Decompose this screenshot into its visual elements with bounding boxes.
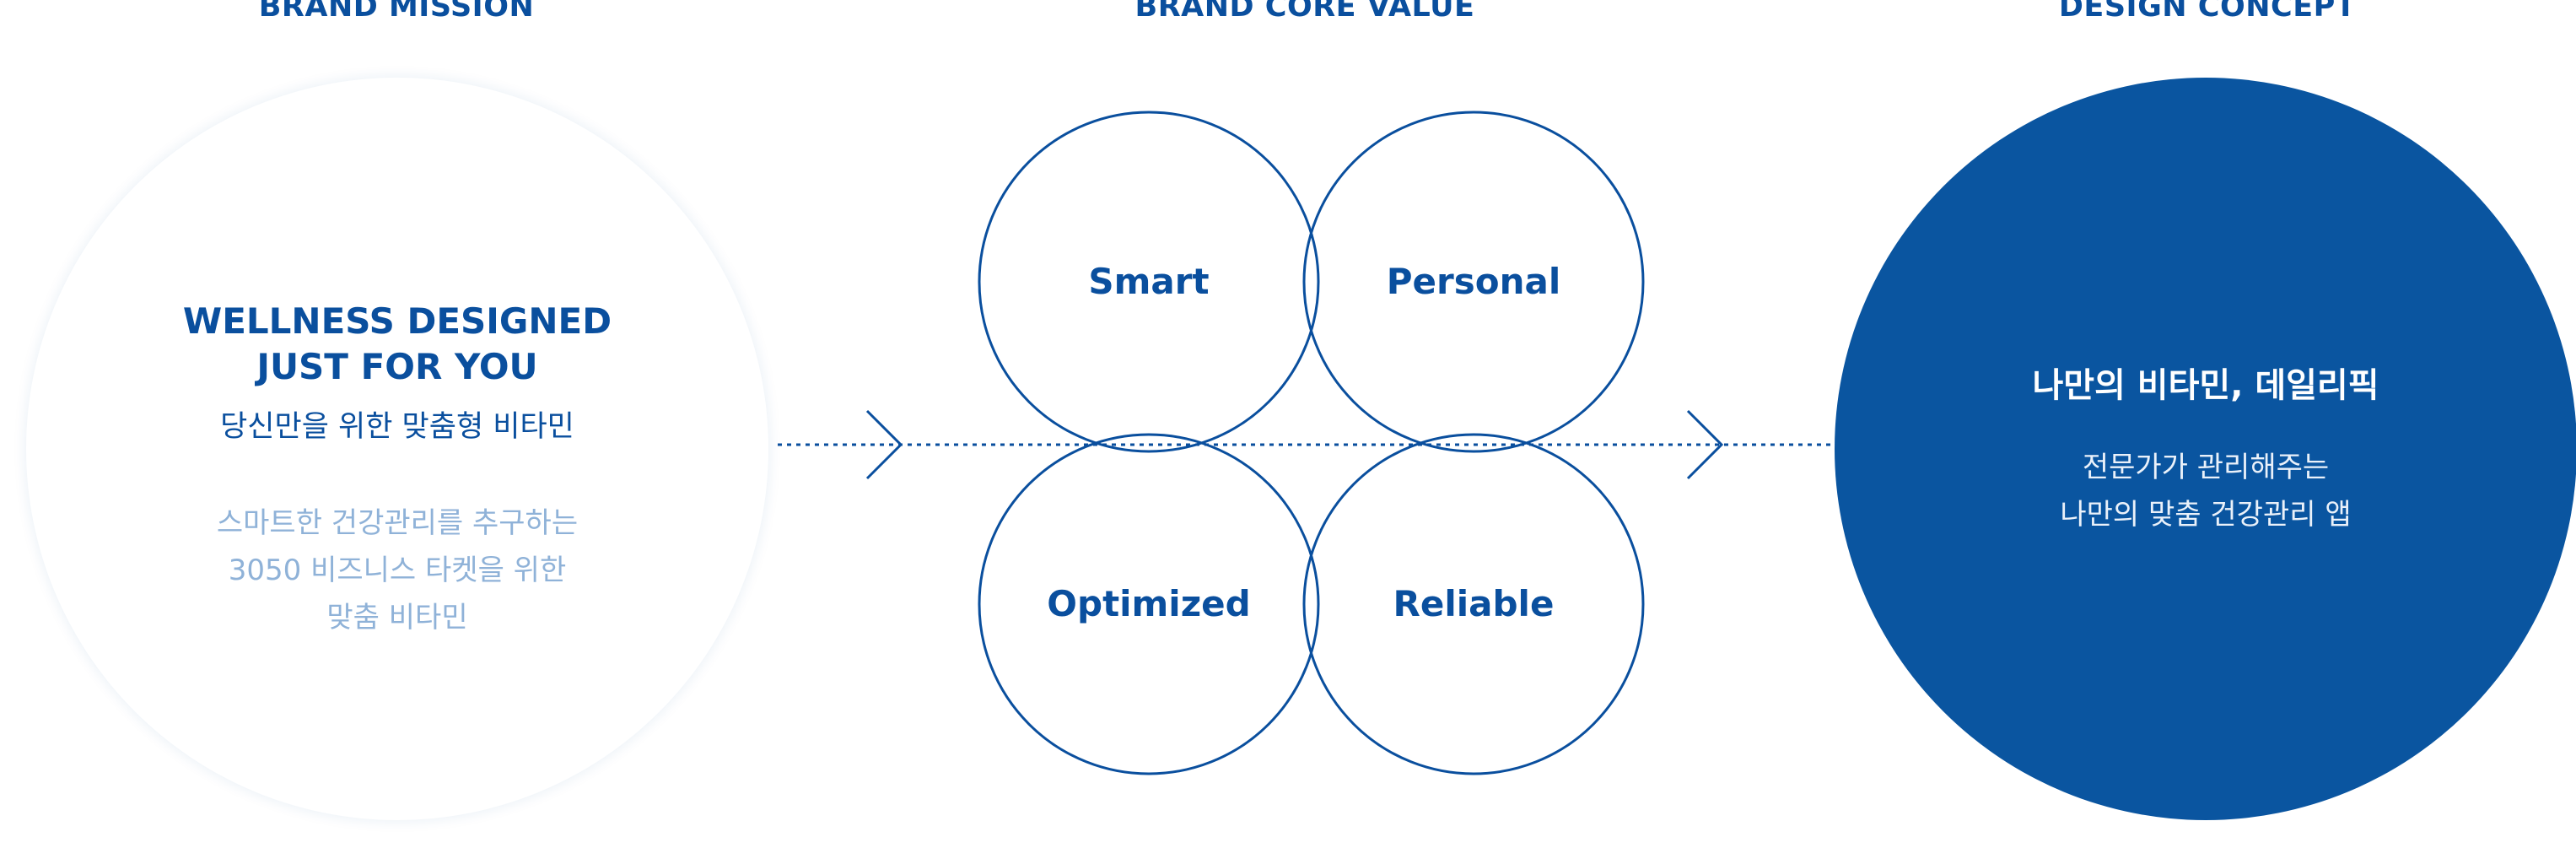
- chevron-right-icon: [1686, 409, 1724, 480]
- mission-title-line: WELLNESS DESIGNED: [182, 300, 612, 342]
- value-circle-personal: [1302, 111, 1645, 453]
- value-label-reliable: Reliable: [1393, 583, 1555, 624]
- design-concept-circle: 나만의 비타민, 데일리픽 전문가가 관리해주는 나만의 맞춤 건강관리 앱: [1835, 78, 2576, 820]
- brand-mission-heading: BRAND MISSION: [258, 0, 535, 24]
- concept-description: 전문가가 관리해주는 나만의 맞춤 건강관리 앱: [1835, 444, 2576, 538]
- mission-description-line: 3050 비즈니스 타켓을 위한: [228, 554, 567, 587]
- concept-description-line: 나만의 맞춤 건강관리 앱: [2060, 498, 2352, 532]
- concept-description-line: 전문가가 관리해주는: [2082, 451, 2330, 484]
- value-circle-smart: [978, 111, 1320, 453]
- mission-description-line: 맞춤 비타민: [326, 601, 468, 635]
- mission-description: 스마트한 건강관리를 추구하는 3050 비즈니스 타켓을 위한 맞춤 비타민: [26, 500, 768, 641]
- value-label-smart: Smart: [1088, 261, 1210, 302]
- mission-title: WELLNESS DESIGNED JUST FOR YOU: [26, 299, 768, 390]
- brand-mission-circle: WELLNESS DESIGNED JUST FOR YOU 당신만을 위한 맞…: [26, 78, 768, 820]
- value-label-personal: Personal: [1386, 261, 1561, 302]
- mission-description-line: 스마트한 건강관리를 추구하는: [216, 506, 579, 540]
- mission-subtitle: 당신만을 위한 맞춤형 비타민: [220, 410, 574, 444]
- concept-title: 나만의 비타민, 데일리픽: [2032, 366, 2379, 405]
- value-label-optimized: Optimized: [1047, 583, 1251, 624]
- value-circle-reliable: [1302, 433, 1645, 775]
- brand-core-value-heading: BRAND CORE VALUE: [1134, 0, 1475, 24]
- design-concept-heading: DESIGN CONCEPT: [2058, 0, 2357, 24]
- mission-title-line: JUST FOR YOU: [256, 346, 538, 387]
- chevron-right-icon: [865, 409, 903, 480]
- value-circle-optimized: [978, 433, 1320, 775]
